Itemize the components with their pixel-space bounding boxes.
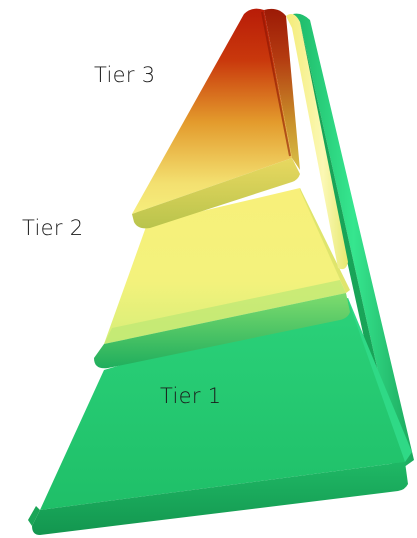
tier-2-right-wall <box>286 14 348 270</box>
tier-3-block <box>132 8 300 229</box>
tier-2-front-edge <box>94 293 350 369</box>
tier-3-right-face <box>264 8 300 170</box>
tier-3-top-face <box>132 8 292 214</box>
tier-3-label: Tier 3 <box>94 63 155 87</box>
tier-1-top-face <box>40 298 405 510</box>
tier-2-label: Tier 2 <box>22 216 83 240</box>
tier-1-label: Tier 1 <box>160 384 221 408</box>
pyramid-right-wall <box>293 13 414 470</box>
tier-1-block <box>28 298 412 535</box>
tier-2-block <box>94 188 350 369</box>
tier-3-front-edge <box>132 158 300 229</box>
tier-1-front-edge <box>32 462 408 535</box>
tier-1-right-face <box>348 298 412 462</box>
tier-2-right-face <box>300 188 350 293</box>
